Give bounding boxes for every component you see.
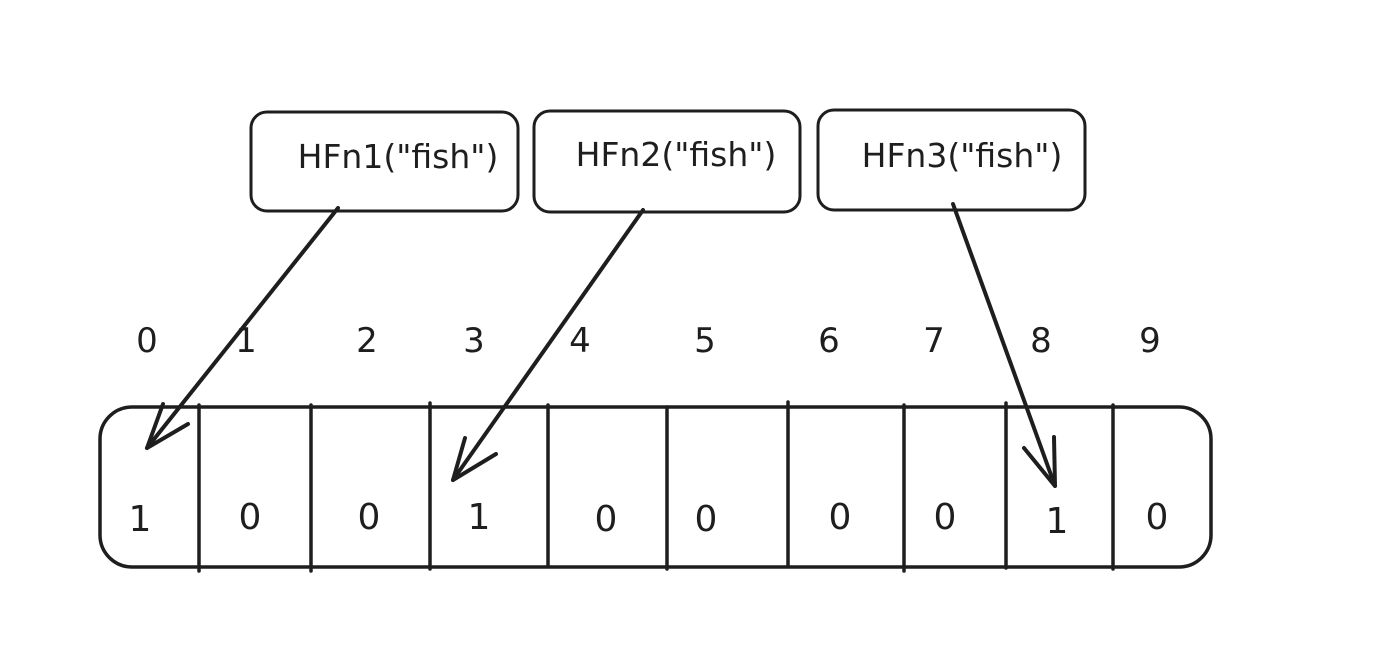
bit-value: 0 <box>934 497 957 538</box>
bit-value: 0 <box>595 499 618 540</box>
hash-arrow-1 <box>145 206 340 450</box>
index-label: 6 <box>818 321 840 361</box>
index-label: 8 <box>1030 321 1052 361</box>
bit-value: 0 <box>239 497 262 538</box>
index-label: 4 <box>569 321 591 361</box>
bit-value: 0 <box>695 499 718 540</box>
hash-arrow-2 <box>451 208 645 482</box>
index-label: 9 <box>1139 321 1161 361</box>
bit-value: 0 <box>829 497 852 538</box>
bit-array: 1 0 0 1 0 0 0 0 1 0 <box>98 400 1213 573</box>
bit-value: 1 <box>468 497 491 538</box>
hash-function-box-2: HFn2("fish") <box>532 109 802 214</box>
index-label: 2 <box>356 321 378 361</box>
index-label: 5 <box>694 321 716 361</box>
hash-function-label-2: HFn2("fish") <box>576 135 777 174</box>
hash-arrow-3 <box>951 202 1057 488</box>
bit-array-body <box>98 405 1213 569</box>
hash-function-label-3: HFn3("fish") <box>862 136 1063 175</box>
index-label: 0 <box>136 321 158 361</box>
hash-function-box-1: HFn1("fish") <box>249 110 520 213</box>
bit-value: 1 <box>1046 501 1069 542</box>
hash-function-label-1: HFn1("fish") <box>298 137 499 176</box>
bit-value: 0 <box>358 497 381 538</box>
bit-value: 0 <box>1146 497 1169 538</box>
index-label: 3 <box>463 321 485 361</box>
hash-function-box-3: HFn3("fish") <box>816 108 1087 212</box>
index-label: 7 <box>923 321 945 361</box>
bit-value: 1 <box>129 499 152 540</box>
index-label: 1 <box>235 321 257 361</box>
index-labels: 0 1 2 3 4 5 6 7 8 9 <box>136 321 1161 361</box>
